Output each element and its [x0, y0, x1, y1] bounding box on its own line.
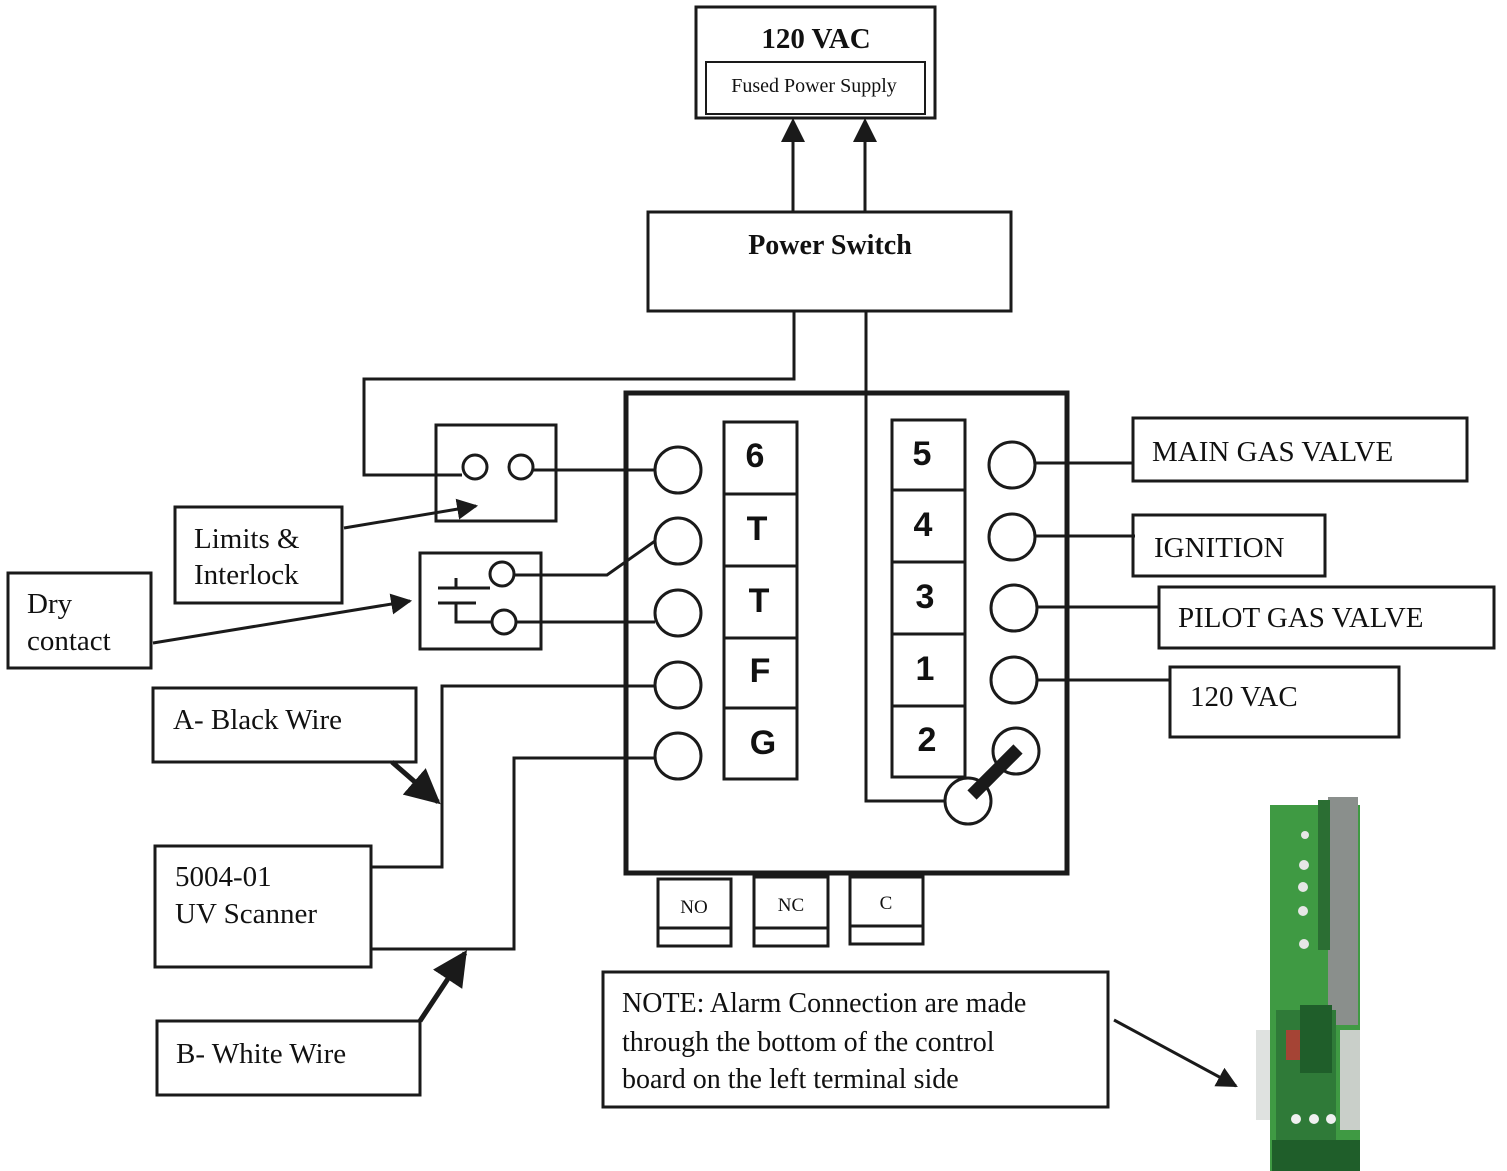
note-line2: through the bottom of the control	[622, 1027, 995, 1058]
terminal-screw-icon	[653, 660, 703, 710]
power-supply-box	[694, 5, 937, 120]
left-terminal-5: G	[750, 724, 776, 762]
wire-white	[371, 756, 655, 951]
right-terminal-3: 3	[916, 578, 935, 616]
circuit-board-photo	[1256, 797, 1360, 1171]
white-wire-label-box	[155, 1019, 422, 1097]
right-terminal-2: 4	[914, 506, 933, 544]
limits-interlock-label-box	[173, 505, 344, 605]
terminal-screw-icon	[989, 655, 1039, 705]
alarm-terminal-no: NO	[680, 897, 707, 918]
dry-contact-line1: Dry	[27, 588, 73, 620]
black-wire-label: A- Black Wire	[173, 704, 342, 736]
alarm-terminals	[656, 875, 925, 948]
pilot-gas-valve-label: PILOT GAS VALVE	[1178, 602, 1423, 634]
left-terminal-4: F	[750, 652, 771, 690]
terminal-screw-icon	[653, 516, 703, 566]
arrow-icon	[1113, 1018, 1238, 1088]
terminal-screw-icon	[653, 731, 703, 781]
control-board	[623, 390, 1070, 876]
power-switch-box	[646, 210, 1013, 313]
jumper-bar	[967, 744, 1023, 800]
ignition-label: IGNITION	[1154, 532, 1285, 564]
supply-arrows	[781, 118, 877, 212]
uv-scanner-line1: 5004-01	[175, 861, 272, 893]
left-terminal-3: T	[749, 582, 770, 620]
right-terminal-strip	[890, 418, 967, 779]
arrow-icon	[390, 760, 441, 805]
terminal-screw-icon	[991, 726, 1041, 776]
uv-scanner-box	[153, 844, 373, 969]
terminal-screw-icon	[987, 440, 1037, 490]
arrow-icon	[781, 118, 805, 142]
terminal-screw-icon	[987, 512, 1037, 562]
right-terminal-5: 2	[918, 721, 937, 759]
left-terminal-1: 6	[746, 437, 765, 475]
arrow-icon	[343, 498, 479, 530]
alarm-terminal-c: C	[880, 893, 893, 914]
wire-switch-to-terminal-2	[864, 311, 945, 803]
left-terminal-2: T	[747, 510, 768, 548]
contact-icon	[490, 608, 518, 636]
arrow-icon	[853, 118, 877, 142]
uv-scanner-line2: UV Scanner	[175, 898, 317, 930]
right-terminal-4: 1	[916, 650, 935, 688]
limits-interlock-box	[434, 423, 655, 523]
contact-icon	[488, 560, 516, 588]
supply-120vac-label: 120 VAC	[1190, 681, 1298, 713]
main-gas-valve-label: MAIN GAS VALVE	[1152, 436, 1393, 468]
arrow-icon	[152, 593, 413, 645]
supply-120vac-box	[1168, 665, 1401, 739]
note-box	[601, 970, 1110, 1109]
limits-interlock-line2: Interlock	[194, 559, 299, 591]
black-wire-label-box	[151, 686, 418, 764]
left-terminal-strip	[722, 420, 799, 781]
dry-contact-line2: contact	[27, 625, 111, 657]
right-terminal-screws	[943, 440, 1041, 826]
supply-voltage: 120 VAC	[761, 23, 870, 55]
limits-interlock-line1: Limits &	[194, 523, 300, 555]
note-line1: NOTE: Alarm Connection are made	[622, 988, 1026, 1019]
contact-icon	[461, 453, 489, 481]
alarm-terminal-nc: NC	[778, 895, 804, 916]
supply-label: Fused Power Supply	[731, 75, 897, 97]
ignition-box	[1131, 513, 1327, 578]
terminal-screw-icon	[653, 588, 703, 638]
dry-contact-label-box	[6, 571, 153, 670]
white-wire-label: B- White Wire	[176, 1038, 346, 1070]
power-switch-label: Power Switch	[748, 230, 912, 261]
arrow-icon	[417, 950, 468, 1023]
wire-switch-to-limits	[362, 311, 796, 477]
terminal-screw-icon	[989, 583, 1039, 633]
left-terminal-screws	[653, 445, 703, 781]
wire-black	[371, 684, 655, 869]
terminal-screw-icon	[653, 445, 703, 495]
note-line3: board on the left terminal side	[622, 1064, 959, 1095]
contact-icon	[507, 453, 535, 481]
right-terminal-1: 5	[913, 435, 932, 473]
main-gas-valve-box	[1131, 416, 1469, 483]
dry-contact-box	[418, 539, 656, 651]
pilot-gas-valve-box	[1157, 585, 1496, 650]
